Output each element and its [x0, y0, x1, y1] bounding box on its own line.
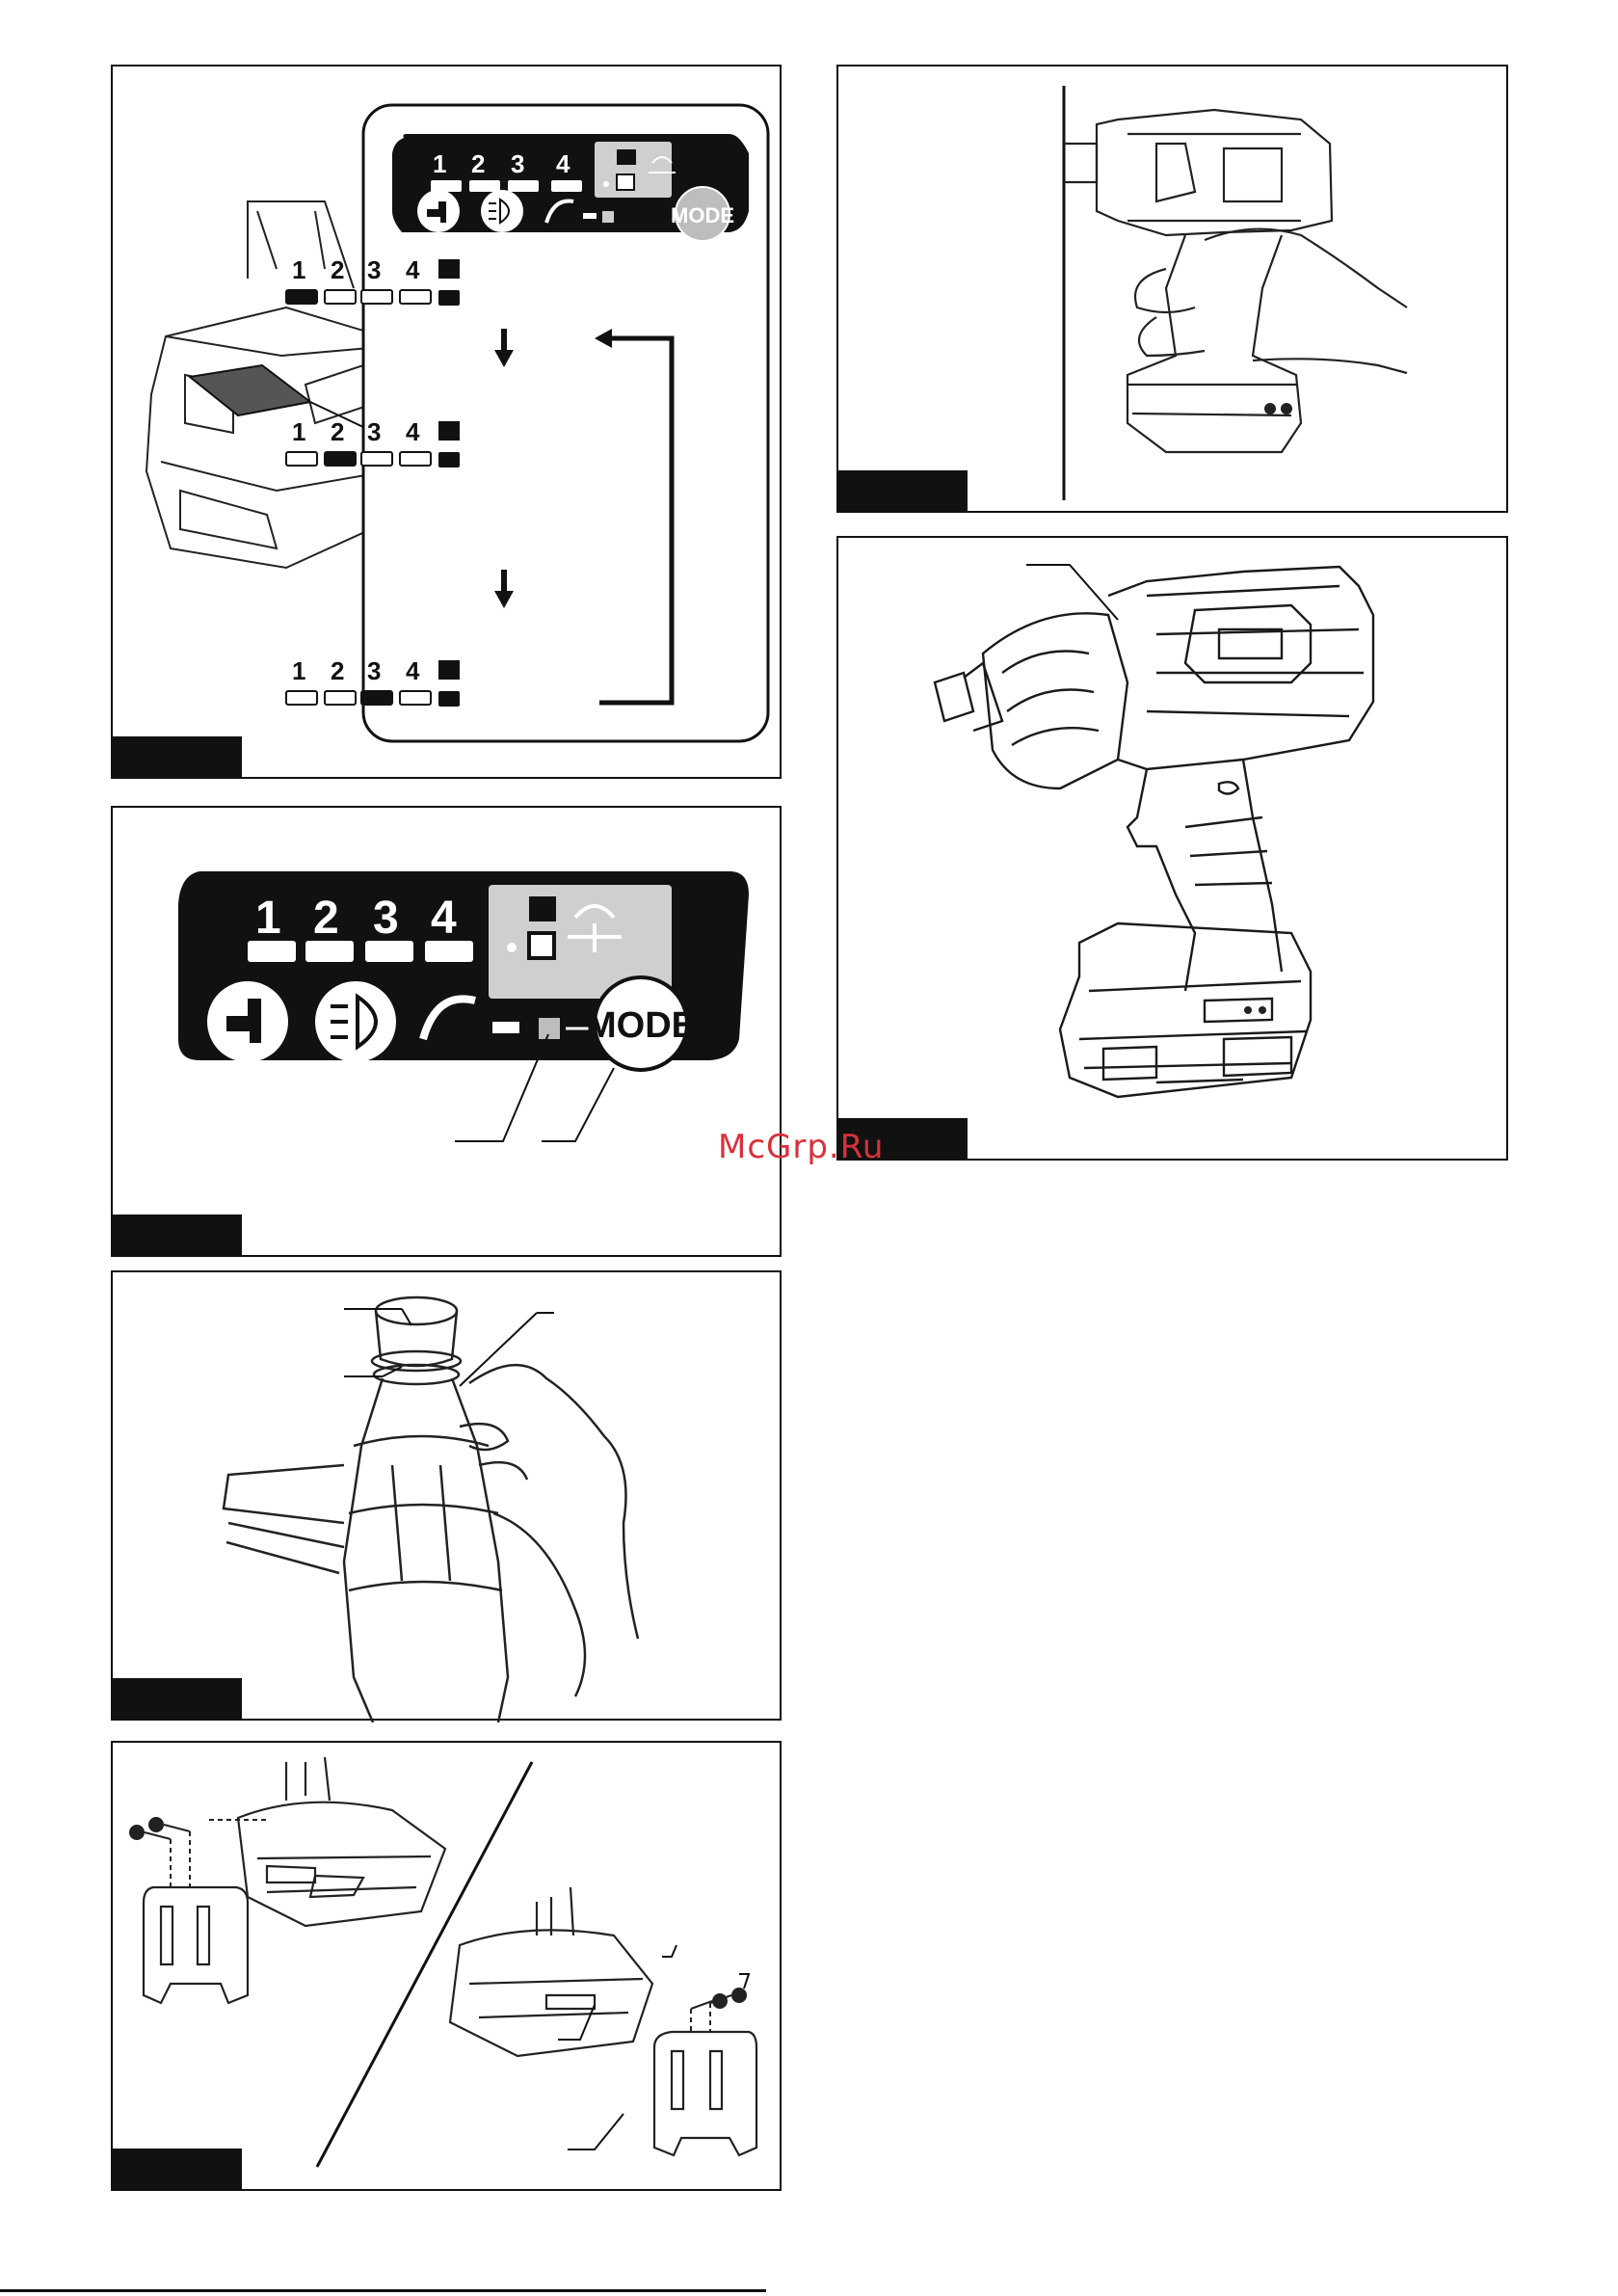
sequence-led [286, 452, 317, 466]
sequence-digit: 4 [406, 656, 420, 685]
sequence-digit: 1 [292, 656, 305, 685]
hook-mounting-illustration [113, 1743, 783, 2193]
sequence-led [400, 691, 431, 705]
screw-icons-right [712, 1988, 747, 2009]
figure-panel-control: 1 2 3 4 MODE [111, 806, 782, 1257]
mode-lamp [438, 691, 460, 707]
figure-panel-mode-cycle: 1 2 3 4 MODE [111, 65, 782, 779]
figure-panel-grip [836, 65, 1508, 513]
sequence-led [286, 290, 317, 304]
digit-1: 1 [255, 893, 281, 944]
leader-lines [1026, 565, 1118, 620]
panel-highlight [190, 365, 310, 415]
sequence-led [325, 452, 356, 466]
sequence-led [400, 290, 431, 304]
figure-tab [836, 470, 968, 513]
tool-illustration [838, 538, 1510, 1162]
control-panel-illustration: 1 2 3 4 MODE [113, 808, 783, 1259]
sequence-digit: 4 [406, 417, 420, 446]
mini-digit-4: 4 [556, 149, 570, 178]
mode-lamp [438, 452, 460, 467]
figure-tab [111, 2149, 242, 2191]
sequence-led [361, 691, 392, 705]
divider-line [317, 1762, 532, 2167]
mini-digit-1: 1 [433, 149, 446, 178]
mini-digit-2: 2 [471, 149, 485, 178]
leader-lines [344, 1309, 554, 1386]
digit-3: 3 [373, 893, 399, 944]
mode-lamp [438, 290, 460, 306]
sequence-led [325, 691, 356, 705]
mode-indicator-lamp [539, 1018, 560, 1039]
light-icon [481, 190, 523, 232]
grip-illustration [838, 67, 1510, 515]
sequence-led [325, 290, 356, 304]
sequence-led [286, 691, 317, 705]
mini-digit-3: 3 [511, 149, 524, 178]
sequence-led [400, 452, 431, 466]
footer-rule [0, 2289, 766, 2292]
figure-panel-tool [836, 536, 1508, 1161]
sequence-digit: 1 [292, 417, 305, 446]
sequence-digit: 2 [331, 656, 344, 685]
mode-cycle-illustration: 1 2 3 4 MODE [113, 67, 783, 781]
mode-label: MODE [586, 1005, 696, 1046]
sequence-digit: 3 [367, 656, 381, 685]
mini-control-panel: 1 2 3 4 MODE [392, 134, 749, 241]
sequence-digit: 1 [292, 255, 305, 284]
figure-tab [111, 736, 242, 779]
mode-indicator [438, 259, 460, 279]
figure-panel-socket [111, 1270, 782, 1721]
mode-indicator [438, 421, 460, 441]
sequence-digit: 4 [406, 255, 420, 284]
sequence-digit: 2 [331, 255, 344, 284]
sequence-digit: 3 [367, 255, 381, 284]
figure-tab [111, 1678, 242, 1721]
socket-illustration [113, 1272, 783, 1722]
figure-panel-hook [111, 1741, 782, 2191]
sequence-digit: 2 [331, 417, 344, 446]
digit-2: 2 [313, 893, 339, 944]
sequence-led [361, 290, 392, 304]
sequence-digit: 3 [367, 417, 381, 446]
figure-tab [111, 1215, 242, 1257]
mode-indicator [438, 660, 460, 680]
digit-4: 4 [431, 893, 457, 944]
watermark-text: McGrp.Ru [718, 1128, 884, 1166]
mini-mode-label: MODE [671, 203, 734, 227]
sequence-led [361, 452, 392, 466]
